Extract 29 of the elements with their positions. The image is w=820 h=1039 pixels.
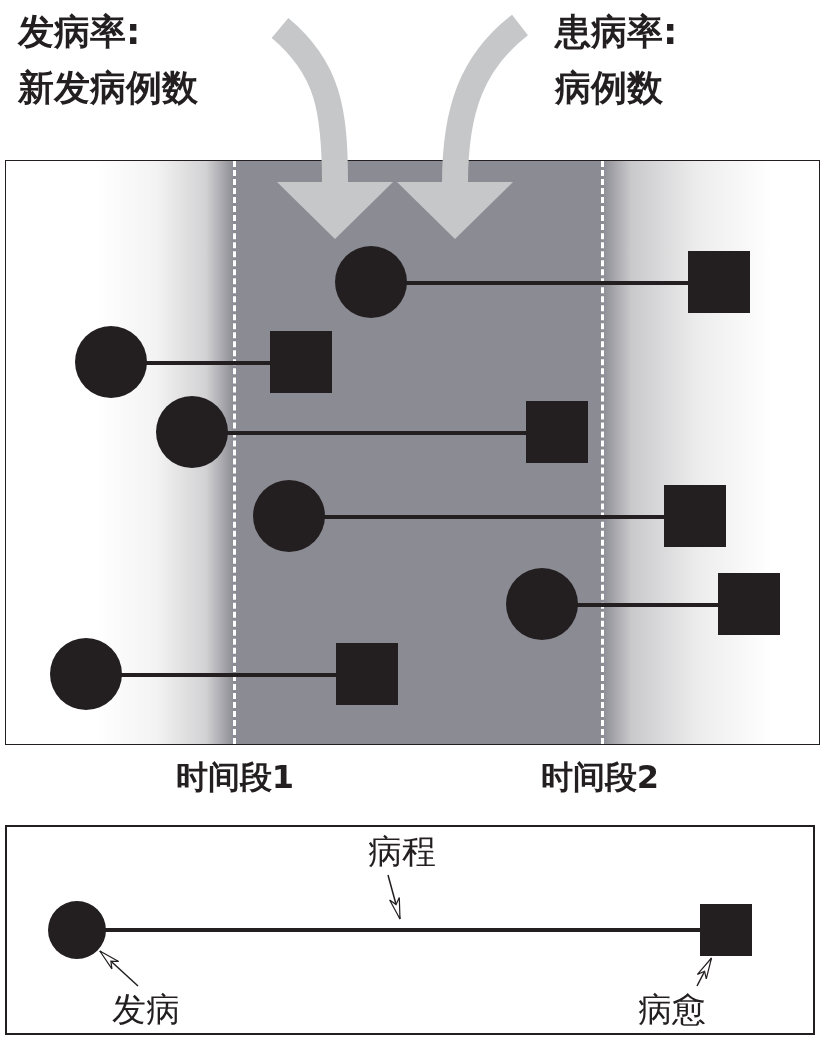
heading-text: 患病率: — [555, 10, 678, 54]
course-line — [324, 515, 666, 519]
period-label: 时间段1 — [174, 757, 296, 798]
recovery-square — [526, 401, 588, 463]
callout-label: 病程 — [358, 828, 446, 874]
recovery-square — [270, 331, 332, 393]
subheading-text: 新发病例数 — [18, 66, 198, 110]
course-line — [104, 928, 701, 932]
course-line — [227, 431, 528, 435]
leader-line — [696, 957, 713, 987]
subheading-text: 病例数 — [555, 66, 663, 110]
period-label: 时间段2 — [539, 757, 661, 798]
recovery-square — [664, 485, 726, 547]
recovery-square — [700, 904, 752, 956]
recovery-square — [688, 251, 750, 313]
onset-circle — [48, 901, 106, 959]
heading-text: 发病率: — [18, 10, 141, 54]
leader-line — [387, 874, 401, 920]
recovery-square — [718, 573, 780, 635]
legend-box — [5, 825, 815, 1035]
callout-label: 发病 — [100, 986, 192, 1032]
course-line — [121, 673, 338, 677]
course-line — [577, 603, 720, 607]
course-line — [146, 361, 272, 365]
callout-label: 病愈 — [626, 986, 718, 1032]
leader-line — [99, 950, 139, 987]
recovery-square — [336, 643, 398, 705]
course-line — [406, 281, 690, 285]
chart-panel — [5, 160, 820, 745]
